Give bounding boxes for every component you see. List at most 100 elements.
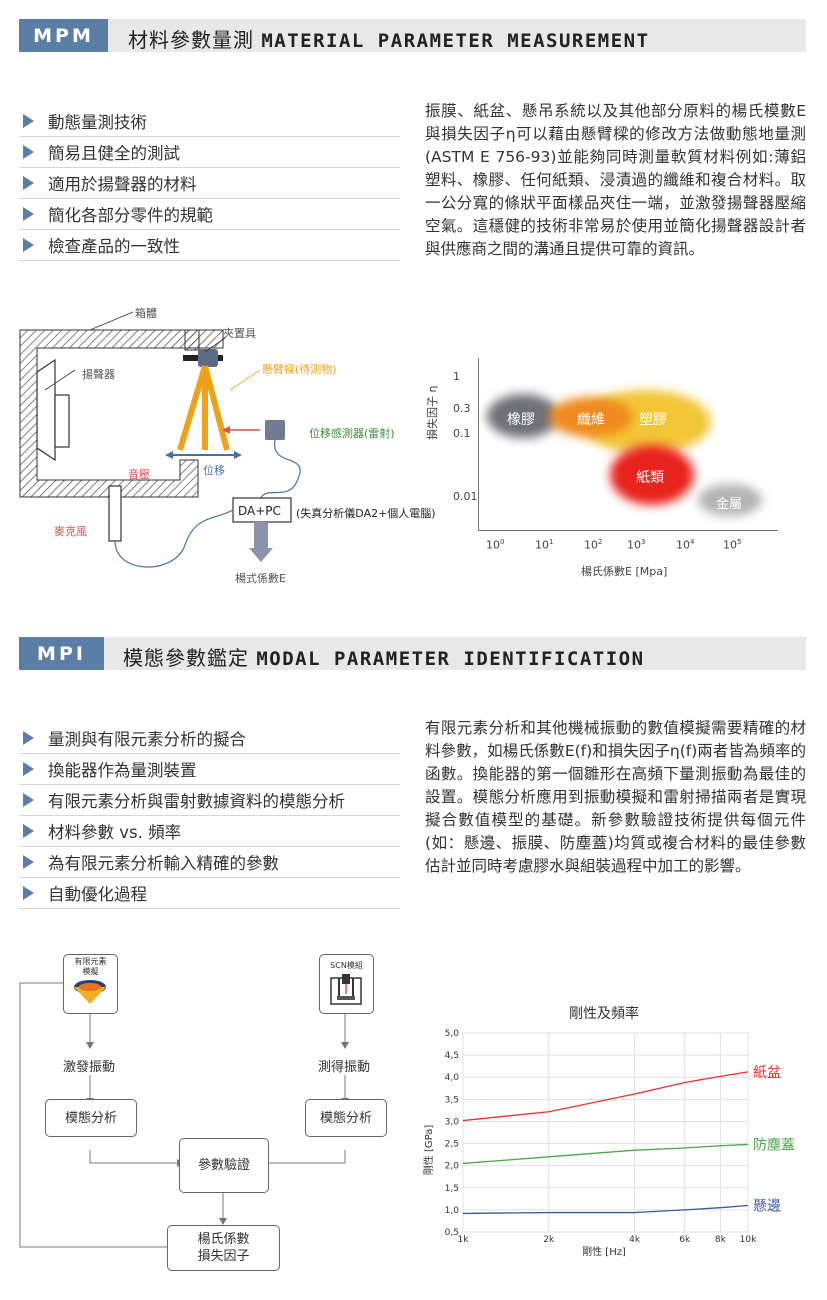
bubble-chart-ylabel: 損失因子 η [426,385,439,440]
triangle-bullet-icon [23,731,34,745]
list-item: 簡化各部分零件的規範 [19,199,400,230]
x-tick-label: 6k [679,1235,691,1245]
mpi-title-en: MODAL PARAMETER IDENTIFICATION [256,648,645,670]
result-youngs: 楊氏係數 [197,1232,250,1247]
microphone-icon [108,485,122,542]
bubble-ytick: 0.1 [453,427,471,440]
x-tick-label: 1k [458,1235,470,1245]
bubble-xtick: 102 [584,538,603,552]
mpm-header-bar [19,19,806,52]
y-tick-label: 5,0 [445,1029,460,1039]
bubble-xtick: 104 [676,538,695,552]
laser-sensor-icon [265,420,285,440]
list-item: 自動優化過程 [19,878,400,909]
bubble-chart-x-axis [478,530,778,531]
mpi-title-cn: 模態參數鑑定 [123,646,249,670]
bubble-chart-y-axis [478,358,479,530]
modal-analysis-right-box: 模態分析 [305,1099,387,1137]
y-tick-label: 2,5 [445,1140,459,1150]
bubble-label-plastic: 塑膠 [639,412,667,428]
series-line-2 [462,1204,749,1215]
mpi-paragraph: 有限元素分析和其他機械振動的數值模擬需要精確的材料參數，如楊氏係數E(f)和損失… [425,719,806,875]
bubble-label-fiber: 纖維 [577,412,605,428]
triangle-bullet-icon [23,114,34,128]
y-tick-label: 0,5 [445,1228,459,1238]
bubble-fiber [549,397,633,437]
bubble-ytick: 0.3 [453,402,471,415]
mpi-tag: MPI [19,637,104,670]
triangle-bullet-icon [23,855,34,869]
triangle-bullet-icon [23,207,34,221]
bubble-ytick: 0.01 [453,490,478,503]
mpi-bullet-list: 量測與有限元素分析的擬合 換能器作為量測裝置 有限元素分析與雷射數據資料的模態分… [19,723,400,909]
mpm-title-en: MATERIAL PARAMETER MEASUREMENT [261,30,650,52]
x-tick-label: 8k [715,1235,727,1245]
list-item: 檢查產品的一致性 [19,230,400,261]
bubble-chart-xlabel: 楊氏係數E [Mpa] [581,565,668,578]
y-tick-label: 4,5 [445,1051,459,1061]
label-microphone: 麥克風 [54,525,87,538]
label-laser-sensor: 位移感測器(雷射) [309,427,395,440]
list-item: 量測與有限元素分析的擬合 [19,723,400,754]
list-item: 動態量測技術 [19,106,400,137]
label-excite: 激發振動 [63,1060,116,1075]
triangle-bullet-icon [23,793,34,807]
speaker-cone [36,358,56,462]
x-tick-label: 10k [740,1235,757,1245]
bubble-xtick: 101 [535,538,554,552]
chart-ylabel: 剛性 [GPa] [422,1125,435,1176]
bubble-label-rubber: 橡膠 [507,412,535,428]
chart-xlabel: 剛性 [Hz] [582,1245,626,1258]
label-sample: 懸臂樑(待測物) [262,363,337,376]
mpm-title-cn: 材料參數量測 [128,28,254,52]
list-item: 適用於揚聲器的材料 [19,168,400,199]
list-item: 簡易且健全的測試 [19,137,400,168]
bubble-label-paper: 紙類 [636,470,664,486]
label-youngs: 楊式係數E [235,572,286,585]
enclosure-wall [19,329,224,498]
series-label-2: 懸邊 [753,1198,781,1214]
sample-beam [177,365,208,451]
mpm-paragraph: 振膜、紙盆、懸吊系統以及其他部分原料的楊氏模數E與損失因子η可以藉由懸臂樑的修改… [425,102,806,258]
mpi-title: 模態參數鑑定 MODAL PARAMETER IDENTIFICATION [123,642,645,671]
sample-beam [202,365,230,451]
x-tick-label: 2k [543,1235,555,1245]
list-item: 為有限元素分析輸入精確的參數 [19,847,400,878]
bubble-xtick: 103 [627,538,646,552]
triangle-bullet-icon [23,762,34,776]
label-enclosure: 箱體 [135,307,157,320]
series-label-1: 防塵蓋 [753,1136,795,1153]
modal-analysis-left-box: 模態分析 [45,1099,137,1137]
bubble-label-metal: 金屬 [716,497,743,512]
clamp-block [198,349,218,367]
mpm-setup-diagram [19,311,301,568]
bubble-metal [698,484,762,516]
y-tick-label: 4,0 [445,1073,460,1083]
label-dapc: DA+PC [238,504,281,518]
y-tick-label: 1,5 [445,1184,459,1194]
speaker-model-icon [74,980,106,1004]
bubble-xtick: 100 [486,538,505,552]
chart-title: 剛性及頻率 [569,1005,639,1022]
list-item: 換能器作為量測裝置 [19,754,400,785]
bubble-ytick: 1 [453,370,460,383]
triangle-bullet-icon [23,176,34,190]
result-loss: 損失因子 [197,1249,250,1264]
label-analyzer: (失真分析儀DA2+個人電腦) [296,507,436,520]
output-arrow-icon [254,522,268,548]
scn-scanner-icon [330,974,362,1005]
bubble-paper [610,445,694,505]
triangle-bullet-icon [23,886,34,900]
triangle-bullet-icon [23,824,34,838]
result-box: 楊氏係數 損失因子 [167,1225,280,1271]
bubble-xtick: 105 [723,538,742,552]
bubble-chart-plot [487,390,762,516]
label-measure: 測得振動 [318,1060,371,1075]
speaker-magnet [54,394,70,448]
x-tick-label: 4k [629,1235,641,1245]
series-line-0 [462,1071,749,1122]
mpm-tag: MPM [19,19,108,52]
list-item: 材料參數 vs. 頻率 [19,816,400,847]
y-tick-label: 1,0 [445,1206,460,1216]
